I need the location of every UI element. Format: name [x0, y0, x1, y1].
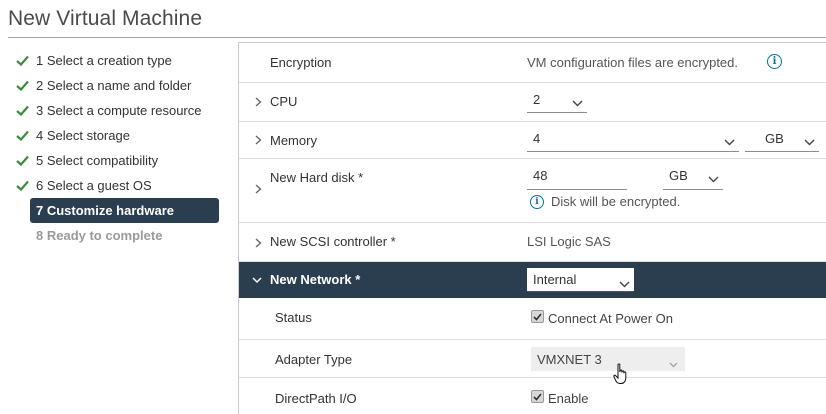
step-3[interactable]: 3 Select a compute resource — [14, 99, 201, 121]
step-label: 4 Select storage — [36, 127, 130, 143]
status-row: Status Connect At Power On — [239, 298, 826, 340]
encryption-row: Encryption VM configuration files are en… — [239, 43, 826, 83]
hard-disk-row: New Hard disk * 48 GB i Disk will be enc… — [239, 159, 826, 223]
step-label: 6 Select a guest OS — [36, 177, 152, 193]
title-divider — [8, 37, 826, 38]
directpath-enable-checkbox[interactable] — [531, 390, 544, 403]
step-label: 1 Select a creation type — [36, 52, 172, 68]
cpu-select[interactable]: 2 — [527, 91, 587, 113]
step-1[interactable]: 1 Select a creation type — [14, 49, 172, 71]
chevron-down-icon[interactable] — [252, 275, 262, 285]
hard-disk-label: New Hard disk * — [270, 170, 364, 185]
directpath-row: DirectPath I/O Enable — [239, 378, 826, 414]
adapter-type-value: VMXNET 3 — [537, 352, 602, 367]
step-label: 7 Customize hardware — [36, 203, 174, 218]
cpu-value: 2 — [533, 92, 541, 107]
chevron-down-icon — [724, 134, 735, 149]
hardware-panel: Encryption VM configuration files are en… — [238, 42, 826, 414]
adapter-type-select[interactable]: VMXNET 3 — [531, 347, 685, 371]
check-icon — [14, 177, 30, 193]
status-label: Status — [275, 310, 312, 325]
memory-label: Memory — [270, 133, 317, 148]
network-select[interactable]: Internal — [527, 268, 634, 292]
encryption-value: VM configuration files are encrypted. — [527, 55, 738, 70]
page-title: New Virtual Machine — [8, 7, 203, 30]
step-label: 5 Select compatibility — [36, 152, 159, 168]
step-5[interactable]: 5 Select compatibility — [14, 149, 158, 171]
chevron-down-icon — [708, 171, 719, 186]
memory-select[interactable]: 4 — [527, 130, 739, 152]
chevron-right-icon[interactable] — [253, 135, 263, 145]
step-label: 2 Select a name and folder — [36, 77, 192, 93]
scsi-row: New SCSI controller * LSI Logic SAS — [239, 223, 826, 262]
encryption-label: Encryption — [270, 55, 332, 70]
directpath-label: DirectPath I/O — [275, 391, 357, 406]
network-label: New Network * — [270, 272, 361, 287]
hard-disk-unit: GB — [669, 168, 688, 183]
check-icon — [14, 127, 30, 143]
chevron-right-icon[interactable] — [253, 238, 263, 248]
hard-disk-note: Disk will be encrypted. — [551, 194, 681, 209]
step-label: 3 Select a compute resource — [36, 102, 202, 118]
chevron-down-icon — [804, 134, 815, 149]
memory-unit: GB — [765, 131, 784, 146]
hand-cursor-icon — [613, 363, 629, 390]
check-icon — [14, 102, 30, 118]
info-icon[interactable]: i — [767, 54, 782, 69]
network-row[interactable]: New Network * Internal — [239, 262, 826, 298]
step-label: 8 Ready to complete — [36, 227, 163, 243]
cpu-row: CPU 2 — [239, 83, 826, 122]
step-4[interactable]: 4 Select storage — [14, 124, 130, 146]
chevron-down-icon — [572, 95, 583, 110]
info-icon: i — [530, 195, 544, 209]
directpath-enable-label: Enable — [548, 391, 589, 406]
scsi-label: New SCSI controller * — [270, 234, 396, 249]
check-icon — [14, 152, 30, 168]
chevron-down-icon — [619, 276, 630, 291]
scsi-value: LSI Logic SAS — [527, 234, 611, 249]
connect-at-power-on-checkbox[interactable] — [531, 310, 544, 323]
network-value: Internal — [533, 272, 577, 287]
adapter-type-label: Adapter Type — [275, 352, 353, 367]
hard-disk-size-input[interactable]: 48 — [527, 167, 627, 190]
adapter-type-row: Adapter Type VMXNET 3 — [239, 340, 826, 384]
hard-disk-size: 48 — [533, 168, 548, 183]
check-icon — [14, 52, 30, 68]
chevron-right-icon[interactable] — [253, 97, 263, 107]
cpu-label: CPU — [270, 94, 298, 109]
chevron-down-icon — [669, 356, 678, 371]
step-2[interactable]: 2 Select a name and folder — [14, 74, 191, 96]
check-icon — [14, 77, 30, 93]
step-6[interactable]: 6 Select a guest OS — [14, 174, 152, 196]
memory-row: Memory 4 GB — [239, 122, 826, 159]
step-8: 8 Ready to complete — [30, 224, 162, 246]
chevron-right-icon[interactable] — [253, 184, 263, 194]
connect-at-power-on-label: Connect At Power On — [548, 311, 674, 326]
memory-value: 4 — [533, 131, 541, 146]
step-7-active[interactable]: 7 Customize hardware — [30, 198, 219, 223]
hard-disk-unit-select[interactable]: GB — [663, 167, 723, 190]
memory-unit-select[interactable]: GB — [745, 130, 819, 152]
